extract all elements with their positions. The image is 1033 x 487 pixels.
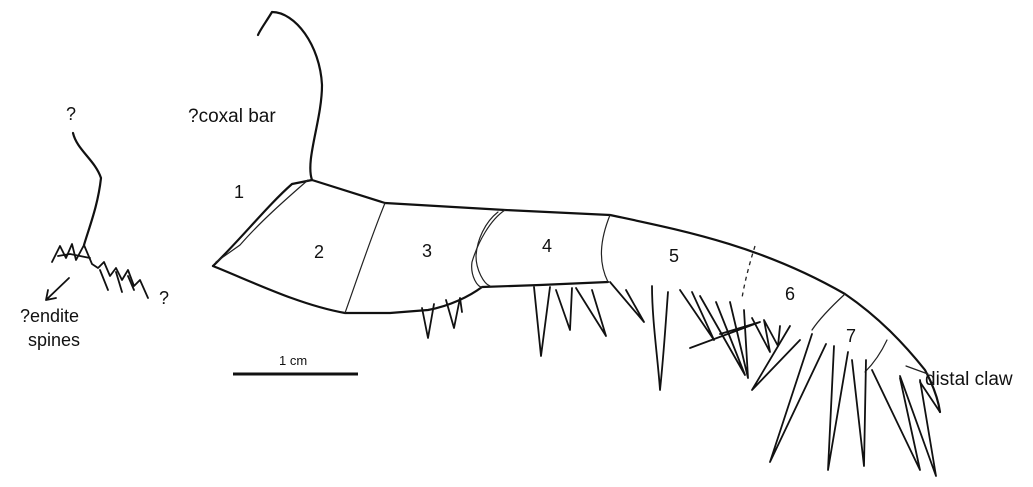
podomere-2-label: 2 xyxy=(314,242,324,262)
podomere-1-label: 1 xyxy=(234,182,244,202)
joint-3-4-inner xyxy=(476,212,498,286)
fragment-outline xyxy=(73,133,101,245)
spine-4c xyxy=(576,288,606,336)
spine-4a xyxy=(534,287,550,356)
scale-label: 1 cm xyxy=(279,353,307,368)
coxal-bar-label: ?coxal bar xyxy=(188,106,276,127)
podomere-5-label: 5 xyxy=(669,246,679,266)
joint-4-5 xyxy=(601,215,610,282)
spine-7c xyxy=(852,360,866,466)
podomere-3-label: 3 xyxy=(422,241,432,261)
endite-spine-base xyxy=(58,254,90,258)
spine-7a xyxy=(770,334,826,462)
podomere-4-label: 4 xyxy=(542,236,552,256)
dorsal-margin xyxy=(385,203,940,412)
podomere-joints xyxy=(216,180,887,372)
joint-6-7 xyxy=(812,294,845,330)
ventral-margin xyxy=(213,266,608,313)
spine-7b xyxy=(828,346,848,470)
spine-4b xyxy=(556,288,572,330)
joint-5-6-dashed xyxy=(742,246,755,298)
podomere-6-label: 6 xyxy=(785,284,795,304)
spine-5a xyxy=(610,282,644,322)
endite-label-line1: ?endite xyxy=(20,306,79,326)
appendage-outline xyxy=(213,180,940,412)
spine-5b xyxy=(652,286,668,390)
podomere-7-label: 7 xyxy=(846,326,856,346)
podomere-spines xyxy=(422,282,940,476)
spine-claw-a xyxy=(872,370,920,470)
joint-7-claw xyxy=(865,340,887,372)
coxal-bar xyxy=(258,12,322,180)
spine-6b xyxy=(730,302,748,378)
joint-2-3 xyxy=(345,203,385,313)
endite-fragment xyxy=(52,133,148,298)
fragment-question-right: ? xyxy=(159,288,169,308)
endite-label-line2: spines xyxy=(28,330,80,350)
spine-5c xyxy=(680,290,714,340)
distal-claw-label: distal claw xyxy=(925,369,1013,390)
fragment-question-top: ? xyxy=(66,104,76,124)
spine-6d xyxy=(752,326,800,390)
endite-pointer-arrow xyxy=(46,278,69,300)
